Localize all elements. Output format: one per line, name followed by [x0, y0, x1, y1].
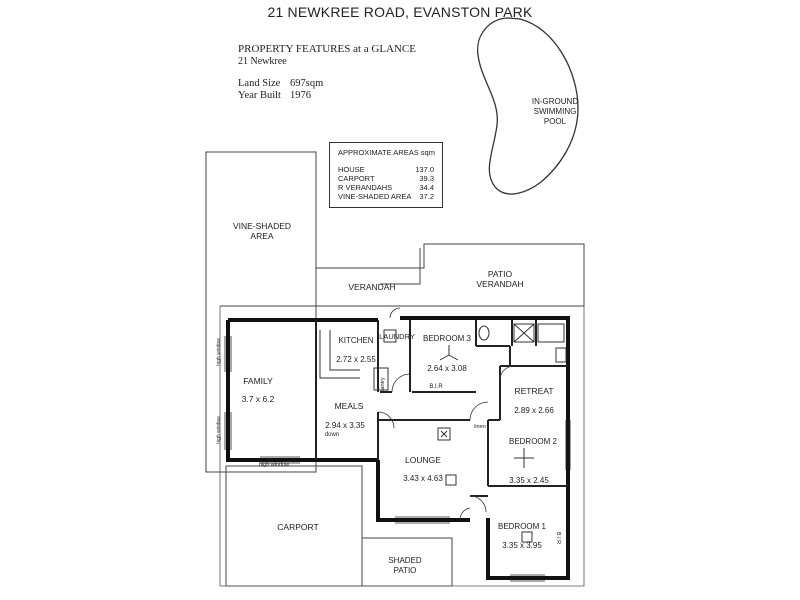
- area-value: 137.0: [415, 165, 434, 174]
- external-walls: [226, 316, 570, 580]
- features-address: 21 Newkree: [238, 56, 287, 67]
- retreat-dimensions: 2.89 x 2.66: [514, 406, 554, 415]
- vine-label-1: VINE-SHADED: [233, 221, 291, 231]
- bir-label: B.I.R: [429, 384, 443, 390]
- bedroom1-dimensions: 3.35 x 3.95: [502, 541, 542, 550]
- area-row-verandahs: R VERANDAHS 34.4: [338, 183, 434, 192]
- patio-verandah-inner: [380, 248, 421, 285]
- bathroom-fixtures: [383, 323, 567, 363]
- high-window-label-bottom: high window: [259, 462, 289, 468]
- bedroom2-label: BEDROOM 2: [509, 437, 558, 446]
- area-row-house: HOUSE 137.0: [338, 165, 434, 174]
- plan-title: 21 NEWKREE ROAD, EVANSTON PARK: [267, 4, 533, 20]
- vine-shaded-area: [205, 151, 317, 473]
- meals-label: MEALS: [335, 401, 364, 411]
- area-row-carport: CARPORT 39.3: [338, 174, 434, 183]
- features-heading: PROPERTY FEATURES at a GLANCE: [238, 43, 416, 55]
- bedroom3-label: BEDROOM 3: [423, 334, 472, 343]
- areas-heading: APPROXIMATE AREAS sqm: [338, 148, 435, 157]
- lot-boundary: [219, 306, 585, 587]
- bedroom2-dimensions: 3.35 x 2.45: [509, 476, 549, 485]
- family-label: FAMILY: [243, 376, 273, 386]
- carport-label: CARPORT: [277, 522, 318, 532]
- area-name: VINE-SHADED AREA: [338, 192, 412, 201]
- pool-label-2: SWIMMING: [534, 107, 577, 116]
- ceiling-fittings: [437, 345, 534, 543]
- bir-vertical-label: B I R: [555, 532, 561, 544]
- year-built-value: 1976: [290, 90, 311, 101]
- high-window-label-left-lower: high window: [216, 416, 222, 444]
- approximate-areas-box: APPROXIMATE AREAS sqm HOUSE 137.0 CARPOR…: [329, 142, 443, 208]
- retreat-label: RETREAT: [514, 386, 553, 396]
- area-name: HOUSE: [338, 165, 365, 174]
- land-size-label: Land Size: [238, 78, 281, 89]
- area-name: R VERANDAHS: [338, 183, 393, 192]
- pool-label-1: IN-GROUND: [532, 97, 578, 106]
- lounge-label: LOUNGE: [405, 455, 441, 465]
- bedroom1-label: BEDROOM 1: [498, 522, 547, 531]
- kitchen-dimensions: 2.72 x 2.55: [336, 355, 376, 364]
- patio-verandah-outline: [316, 243, 585, 306]
- year-built-label: Year Built: [238, 90, 281, 101]
- area-row-vine-shaded: VINE-SHADED AREA 37.2: [338, 192, 434, 201]
- area-name: CARPORT: [338, 174, 375, 183]
- linen-label: linen: [474, 424, 486, 430]
- kitchen-benches: [319, 330, 389, 391]
- high-window-label-left-upper: high window: [216, 338, 222, 366]
- door-swings: [377, 307, 515, 521]
- lounge-dimensions: 3.43 x 4.63: [403, 474, 443, 483]
- bedroom3-dimensions: 2.64 x 3.08: [427, 364, 467, 373]
- verandah-label: VERANDAH: [348, 282, 395, 292]
- land-size-value: 697sqm: [290, 78, 324, 89]
- shaded-patio-label-2: PATIO: [394, 566, 417, 575]
- pool-label-3: POOL: [544, 117, 567, 126]
- kitchen-label: KITCHEN: [338, 336, 373, 345]
- pantry-label: pantry: [380, 377, 386, 393]
- family-dimensions: 3.7 x 6.2: [242, 394, 275, 404]
- swimming-pool-outline: [477, 17, 579, 195]
- area-value: 34.4: [419, 183, 434, 192]
- down-label: down: [325, 432, 339, 438]
- vine-label-2: AREA: [250, 231, 273, 241]
- area-value: 39.3: [419, 174, 434, 183]
- windows: [224, 336, 571, 582]
- area-value: 37.2: [419, 192, 434, 201]
- patio-label-2: VERANDAH: [476, 279, 523, 289]
- meals-dimensions: 2.94 x 3.35: [325, 421, 365, 430]
- laundry-label: LAUNDRY: [379, 332, 415, 341]
- shaded-patio-label-1: SHADED: [388, 556, 422, 565]
- patio-label-1: PATIO: [488, 269, 513, 279]
